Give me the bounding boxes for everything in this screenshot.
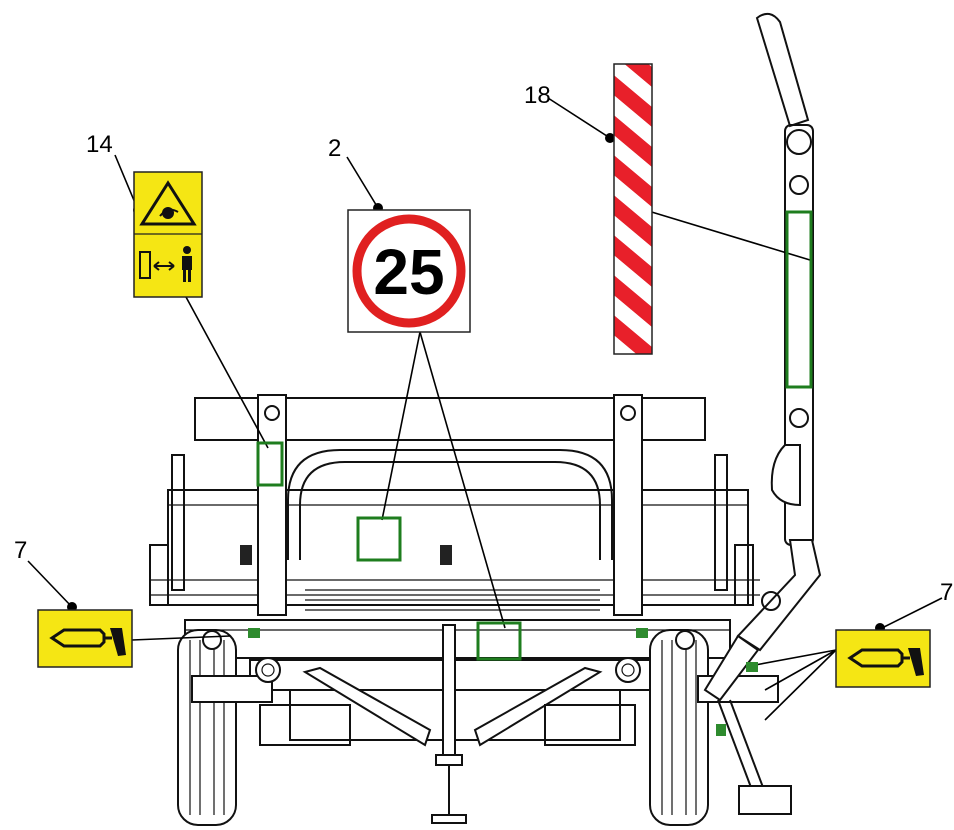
callout-7-right: 7 [940,579,953,606]
speed-limit-value: 25 [373,236,444,308]
callout-numbers: 14 2 18 7 7 [14,82,953,606]
decal-18-stripe-board [613,63,653,355]
tyre-pressure-icon [847,648,924,676]
entanglement-warning-icon [139,180,197,226]
marker-18 [785,210,813,389]
marker-7-right-a [636,628,648,638]
marker-2b [476,621,522,661]
tyre-pressure-icon [49,628,126,656]
decal-7-left-tyre-label [37,609,133,668]
callout-18: 18 [524,82,551,109]
marker-7-right-b [746,662,758,672]
decal-7-right-tyre-label [835,629,931,688]
decal-14-warning-label [133,171,203,298]
decal-2-speed-sign: 25 [347,209,471,333]
marker-2a [356,516,402,562]
leader-lines [27,97,943,721]
trailer-drawing [149,12,822,826]
callout-14: 14 [86,131,113,158]
position-markers [248,210,813,736]
marker-14 [256,441,284,487]
callout-7-left: 7 [14,537,27,564]
marker-7-left [248,628,260,638]
keep-distance-icon [139,246,192,282]
marker-7-right-c [716,724,726,736]
callout-2: 2 [328,135,341,162]
